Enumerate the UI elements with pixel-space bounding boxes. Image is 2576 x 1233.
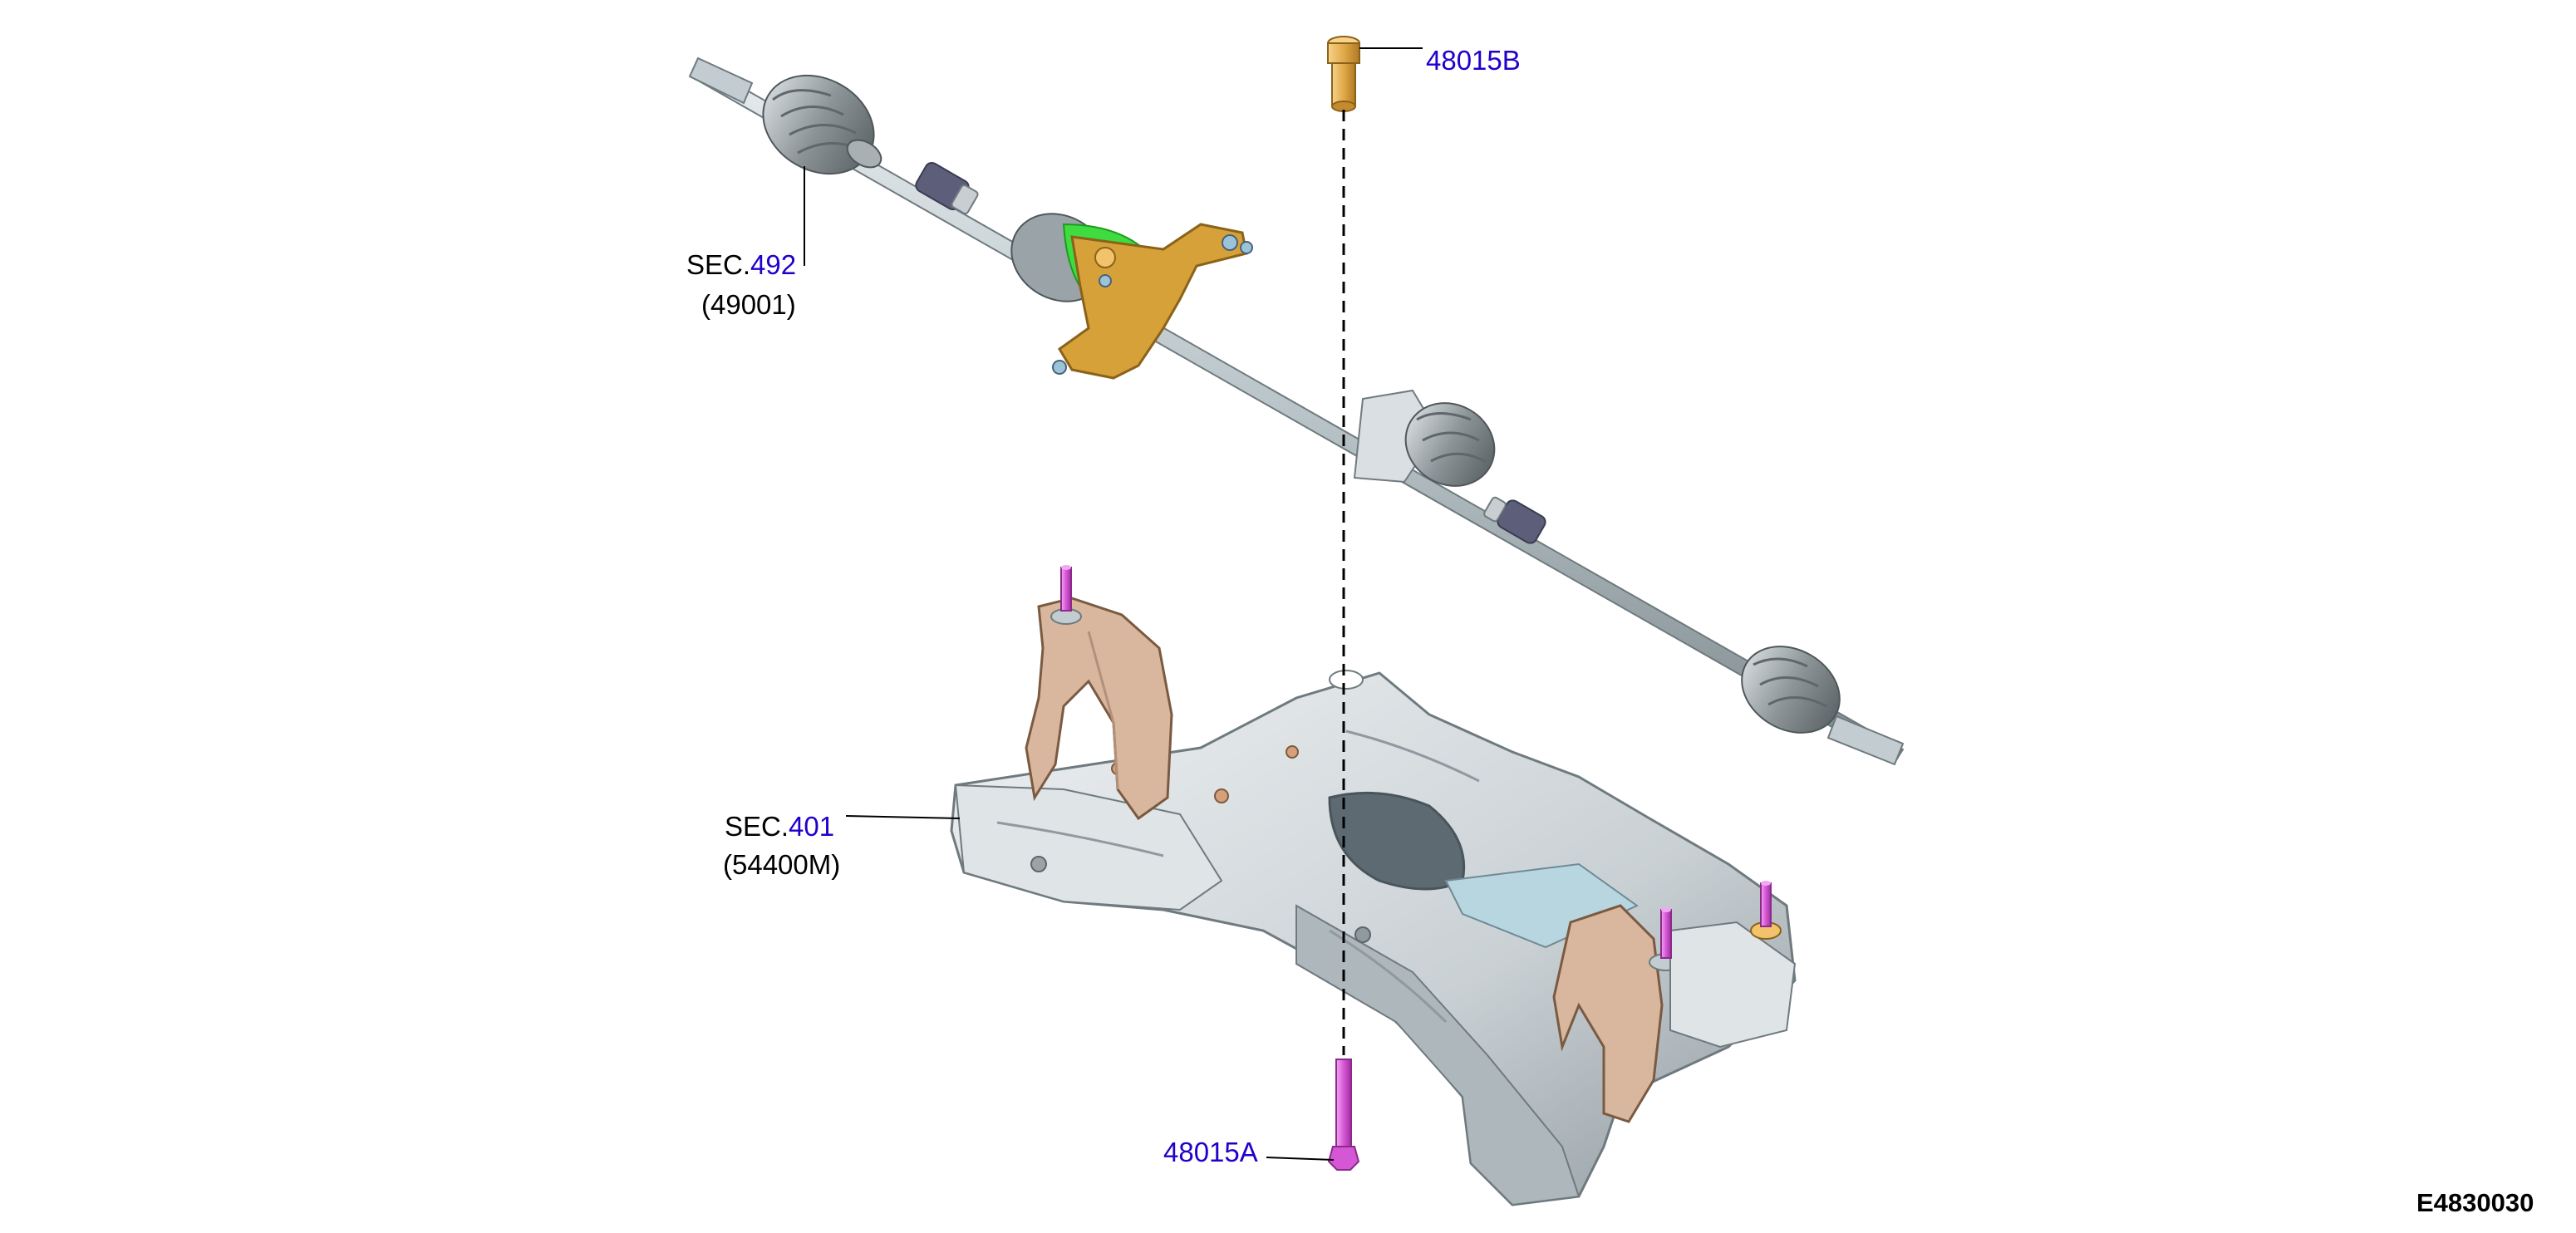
- outer-cv-boot-right: [1741, 646, 1905, 766]
- sec-401-prefix: SEC.: [725, 811, 789, 842]
- stud-bolt-right-2: [1760, 881, 1772, 927]
- sec-401-part-number: (54400M): [723, 849, 841, 880]
- sec-492-part-number: (49001): [701, 289, 796, 320]
- callout-sec-492[interactable]: SEC.492: [686, 251, 796, 278]
- damper-left: [915, 161, 979, 215]
- subframe-body: [950, 671, 1797, 1206]
- inner-cv-boot-right: [1404, 402, 1496, 487]
- outer-cv-boot-left: [762, 74, 882, 175]
- callout-48015a[interactable]: 48015A: [1163, 1137, 1258, 1167]
- front-suspension-member: [950, 670, 1797, 1206]
- sec-492-number[interactable]: 492: [750, 249, 797, 280]
- stud-bolt-right-1: [1660, 907, 1672, 959]
- bolt-48015b: [1327, 36, 1360, 112]
- callout-sec-401[interactable]: SEC.401: [725, 813, 834, 840]
- sec-401-number[interactable]: 401: [789, 811, 835, 842]
- damper-right: [1483, 496, 1546, 544]
- callout-48015b[interactable]: 48015B: [1426, 45, 1521, 76]
- stud-bolt-left: [1060, 565, 1072, 612]
- mounting-bracket-left: [1025, 597, 1173, 821]
- drive-shaft-assembly: [688, 56, 1905, 766]
- figure-id: E4830030: [2416, 1188, 2534, 1217]
- bolt-48015a: [1327, 1059, 1360, 1171]
- leader-48015a: [1266, 1157, 1335, 1161]
- drive-shaft: [692, 63, 1905, 764]
- leader-sec-401: [845, 815, 961, 819]
- sec-492-prefix: SEC.: [686, 249, 751, 280]
- mounting-bracket-right: [1552, 904, 1797, 1123]
- support-bracket: [1052, 223, 1253, 380]
